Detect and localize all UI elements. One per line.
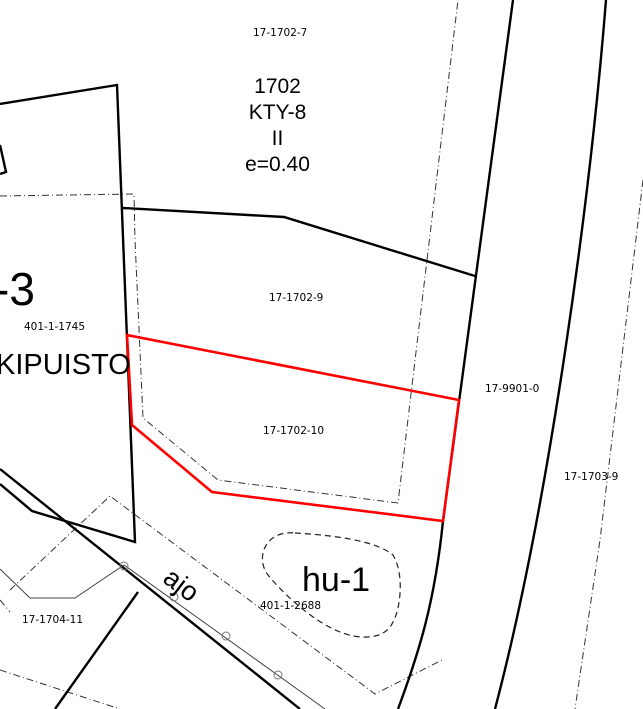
- block-number: 1702: [254, 75, 301, 98]
- green-zone-hu-1: hu-1: [302, 561, 371, 599]
- road-edge: [0, 564, 326, 709]
- parcel-label-17-1702-7: 17-1702-7: [253, 27, 308, 39]
- left-area-name: KIPUISTO: [0, 349, 131, 381]
- survey-nodes: [119, 561, 283, 680]
- floor-count: II: [271, 127, 284, 150]
- zoning-code: KTY-8: [248, 101, 307, 124]
- efficiency-ratio: e=0.40: [245, 153, 310, 176]
- hu-1-zone-outline: [261, 532, 401, 638]
- left-zone-code: -3: [0, 263, 35, 315]
- parcel-label-17-9901-0: 17-9901-0: [485, 383, 540, 395]
- block-info: 1702 KTY-8 II e=0.40: [230, 74, 325, 178]
- parcel-label-17-1704-11: 17-1704-11: [22, 614, 84, 626]
- parcel-label-17-1702-10[interactable]: 17-1702-10: [263, 425, 325, 437]
- parcel-label-17-1703-9: 17-1703-9: [564, 471, 619, 483]
- parcel-label-401-1-1745: 401-1-1745: [24, 321, 86, 333]
- parcel-label-17-1702-9: 17-1702-9: [269, 292, 324, 304]
- parcel-boundaries: [0, 0, 608, 709]
- parcel-label-401-1-2688: 401-1-2688: [260, 600, 322, 612]
- highlighted-parcel-17-1702-10[interactable]: [125, 333, 461, 523]
